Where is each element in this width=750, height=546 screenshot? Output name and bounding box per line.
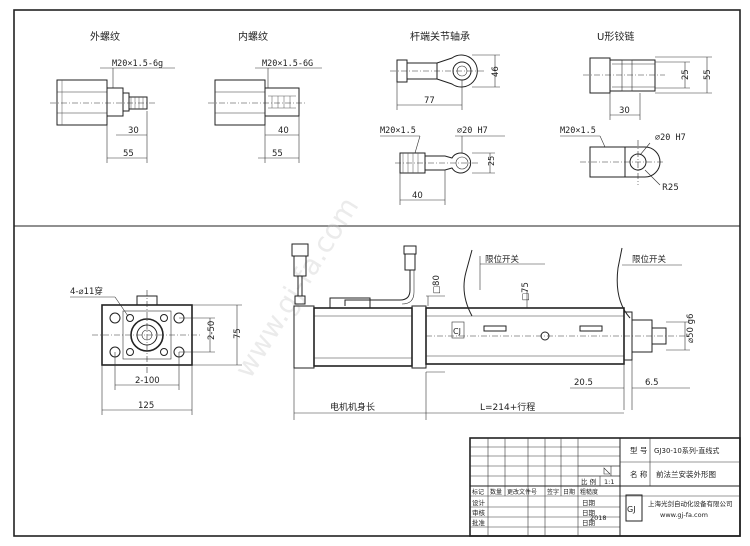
external-thread-title: 外螺纹 [90, 30, 120, 43]
scale-value: 1:1 [604, 478, 614, 486]
external-thread-callout: M20×1.5-6g [112, 59, 163, 69]
switch-label-2: 限位开关 [632, 254, 667, 265]
projection-symbol-icon [603, 466, 612, 476]
sheet-border [13, 9, 741, 537]
role-review: 审核 [472, 508, 486, 517]
int-dim-55: 55 [272, 149, 283, 159]
model-value: GJ30-10系列-直线式 [654, 446, 719, 455]
u-clevis-view: U形铰链 25 55 30 M20×1.5 ⌀20 H7 R25 [560, 30, 713, 193]
logo-mark: CJ [453, 327, 461, 336]
clevis-dim-25: 25 [681, 69, 691, 80]
internal-thread-view: 内螺纹 M20×1.5-6G 40 55 [208, 30, 322, 163]
motor-body [313, 307, 413, 367]
date-review: 日期 [582, 509, 596, 517]
company-name: 上海光剑自动化设备有限公司 [648, 499, 733, 508]
company-logo: GJ [627, 505, 636, 514]
body-square-75: □75 [521, 282, 531, 301]
role-design: 设计 [472, 498, 486, 507]
clevis-callout: M20×1.5 [560, 126, 596, 136]
rev-h4: 日期 [563, 488, 575, 496]
flange-view: 4-⌀11穿 2-50 75 2-100 125 [70, 286, 243, 415]
rev-h0: 标记 [472, 488, 484, 496]
rod-end-callout: M20×1.5 [380, 126, 416, 136]
rod-end-dim-77: 77 [424, 96, 435, 106]
rev-h1: 数量 [490, 488, 502, 496]
company-website: www.gj-fa.com [660, 511, 708, 519]
clevis-dim-30: 30 [619, 106, 630, 116]
motor-square-80: □80 [432, 275, 442, 294]
ext-dim-30: 30 [128, 126, 139, 136]
date-design: 日期 [582, 499, 596, 507]
name-label: 名 称 [630, 469, 648, 479]
ext-dim-55: 55 [123, 149, 134, 159]
motor-length-label: 电机机身长 [330, 401, 375, 413]
u-clevis-title: U形铰链 [597, 30, 634, 43]
int-dim-40: 40 [278, 126, 289, 136]
clevis-dim-55: 55 [703, 69, 713, 80]
rod-body [56, 79, 108, 126]
switch-label-1: 限位开关 [485, 254, 520, 265]
rev-h5: 粗糙度 [580, 488, 598, 496]
actuator-view: □80 CJ □75 ⌀50 g6 限位开关 限位开关 20.5 [291, 243, 696, 420]
clevis-radius: R25 [662, 183, 679, 193]
year: 2018 [590, 514, 607, 522]
rev-h3: 签字 [547, 488, 559, 496]
stroke-label: L=214+行程 [480, 401, 535, 413]
name-value: 前法兰安装外形图 [656, 469, 716, 479]
rod-end-title: 杆端关节轴承 [410, 30, 470, 43]
external-thread-view: 外螺纹 M20×1.5-6g 30 55 [50, 30, 175, 163]
watermark: www.gj-fa.com [228, 191, 365, 384]
flange-dim-125: 125 [138, 401, 154, 411]
flange-dim-2-50: 2-50 [207, 321, 217, 340]
internal-thread-title: 内螺纹 [238, 30, 268, 43]
rev-h2: 更改文件号 [507, 488, 537, 496]
scale-label: 比 例 [581, 477, 596, 486]
date-approve: 日期 [582, 519, 596, 527]
clevis-bore: ⌀20 H7 [655, 133, 686, 143]
rod-end-dim-46: 46 [491, 66, 501, 77]
flange-dim-2-100: 2-100 [135, 376, 160, 386]
model-label: 型 号 [630, 446, 647, 455]
rod-end-dim-40: 40 [412, 191, 423, 201]
company-logo-icon [625, 494, 643, 522]
flange-holes-label: 4-⌀11穿 [70, 286, 103, 297]
rod-end-bore: ⌀20 H7 [457, 126, 488, 136]
title-block: 型 号 GJ30-10系列-直线式 名 称 前法兰安装外形图 比 例 1:1 标… [469, 437, 741, 537]
flange-dim-75: 75 [233, 328, 243, 339]
logo-badge [451, 321, 465, 339]
rod-end-bearing-view: 杆端关节轴承 46 77 M20×1.5 ⌀20 H7 25 [380, 30, 505, 205]
rod-end-dim-25: 25 [487, 156, 496, 166]
role-approve: 批准 [472, 518, 486, 527]
internal-thread-callout: M20×1.5-6G [262, 59, 313, 69]
rod-dia-50: ⌀50 g6 [686, 314, 696, 343]
dim-20-5: 20.5 [574, 378, 593, 388]
dim-6-5: 6.5 [645, 378, 659, 388]
